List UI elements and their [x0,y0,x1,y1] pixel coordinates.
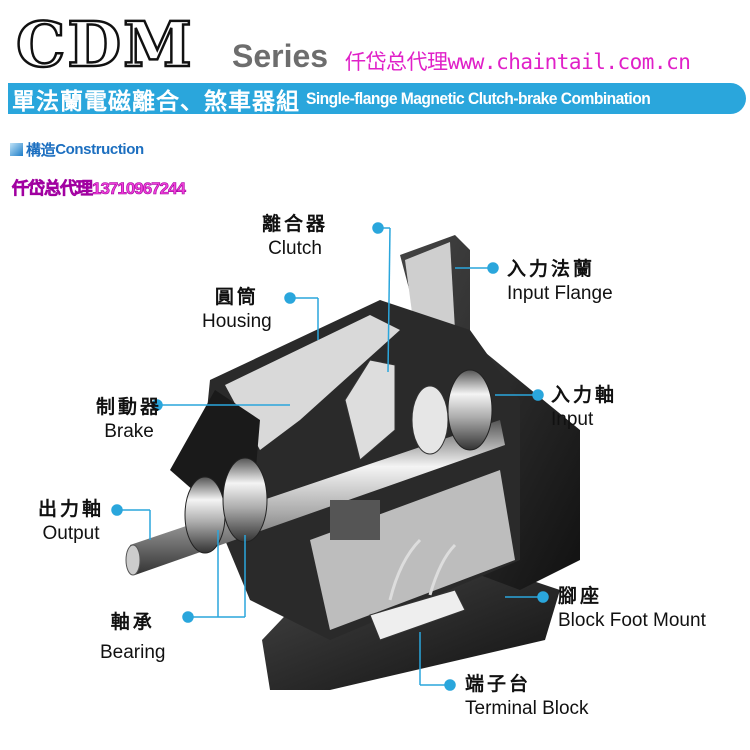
series-label: Series [232,38,329,74]
clutch-plate-shape [344,359,396,461]
section-heading: 構造 Construction [10,139,144,160]
leader-lines [111,222,549,691]
terminal-block-shape [369,589,466,641]
phone-watermark: 仟岱总代理13710967244 [12,179,187,199]
agent-watermark: 仟岱总代理www.chaintail.com.cn [345,50,691,74]
banner-title-zh: 單法蘭電磁離合、煞車器組 [12,87,300,114]
section-title-zh: 構造 [26,142,56,159]
title-banner: 單法蘭電磁離合、煞車器組 Single-flange Magnetic Clut… [8,83,746,114]
bearing-shape [184,476,226,554]
banner-title-en: Single-flange Magnetic Clutch-brake Comb… [306,88,651,108]
shaft-shape [130,420,505,575]
section-title-en: Construction [55,141,144,158]
square-bullet-icon [10,143,23,156]
cdm-logo: CDM [15,8,194,81]
